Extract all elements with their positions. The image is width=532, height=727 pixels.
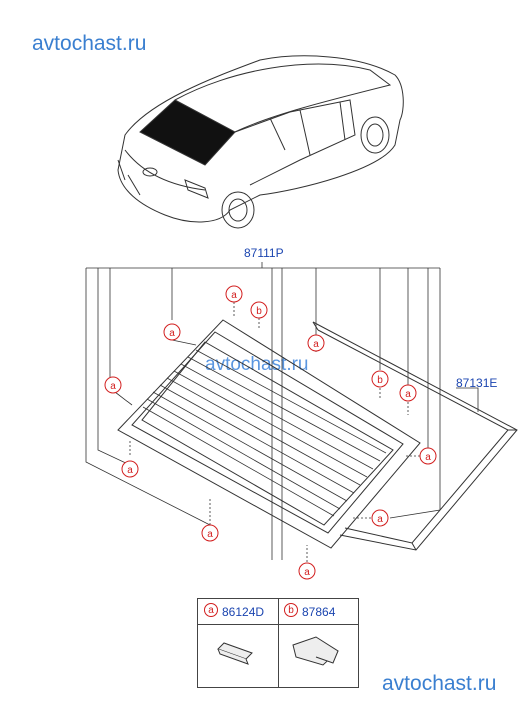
legend-badge-b: b [284, 603, 298, 617]
callout-letter: a [405, 389, 411, 400]
callout-letter: a [304, 567, 310, 578]
watermark-top: avtochast.ru [32, 32, 147, 55]
watermark-middle: avtochast.ru [205, 354, 309, 375]
rear-glass-outline [117, 319, 421, 549]
callout-letter: a [127, 465, 133, 476]
callout-letter: a [425, 452, 431, 463]
car-illustration [117, 55, 404, 229]
seal-outline [312, 321, 518, 551]
callout-b[interactable]: b [371, 370, 389, 388]
callout-letter: a [207, 529, 213, 540]
legend-divider [278, 599, 279, 687]
part-label-seal[interactable]: 87131E [456, 376, 498, 390]
callout-letter: a [231, 290, 237, 301]
part-label-rear-glass[interactable]: 87111P [244, 246, 284, 260]
legend-badge-a: a [204, 603, 218, 617]
callout-letter: a [169, 328, 175, 339]
callout-letter: a [110, 381, 116, 392]
callout-a[interactable]: a [201, 524, 219, 542]
callout-letter: a [313, 339, 319, 350]
pad-sketch [292, 636, 339, 666]
callout-a[interactable]: a [225, 285, 243, 303]
legend-table: a 86124D b 87864 [197, 598, 359, 688]
callout-a[interactable]: a [298, 562, 316, 580]
clip-sketch [217, 642, 253, 665]
callout-a[interactable]: a [121, 460, 139, 478]
callout-a[interactable]: a [371, 509, 389, 527]
leader-lines [85, 262, 479, 562]
callout-b[interactable]: b [250, 301, 268, 319]
callout-a[interactable]: a [163, 323, 181, 341]
legend-code-a[interactable]: 86124D [222, 605, 265, 619]
callout-a[interactable]: a [307, 334, 325, 352]
legend-part-sketches [217, 636, 339, 666]
callout-letter: b [377, 375, 383, 386]
legend-code-b[interactable]: 87864 [302, 605, 336, 619]
callout-letter: b [256, 306, 262, 317]
watermark-bottom: avtochast.ru [382, 672, 497, 695]
callout-a[interactable]: a [399, 384, 417, 402]
callout-a[interactable]: a [419, 447, 437, 465]
callouts: a b a a a b a a a a a a [104, 285, 437, 580]
callout-a[interactable]: a [104, 376, 122, 394]
callout-letter: a [377, 514, 383, 525]
